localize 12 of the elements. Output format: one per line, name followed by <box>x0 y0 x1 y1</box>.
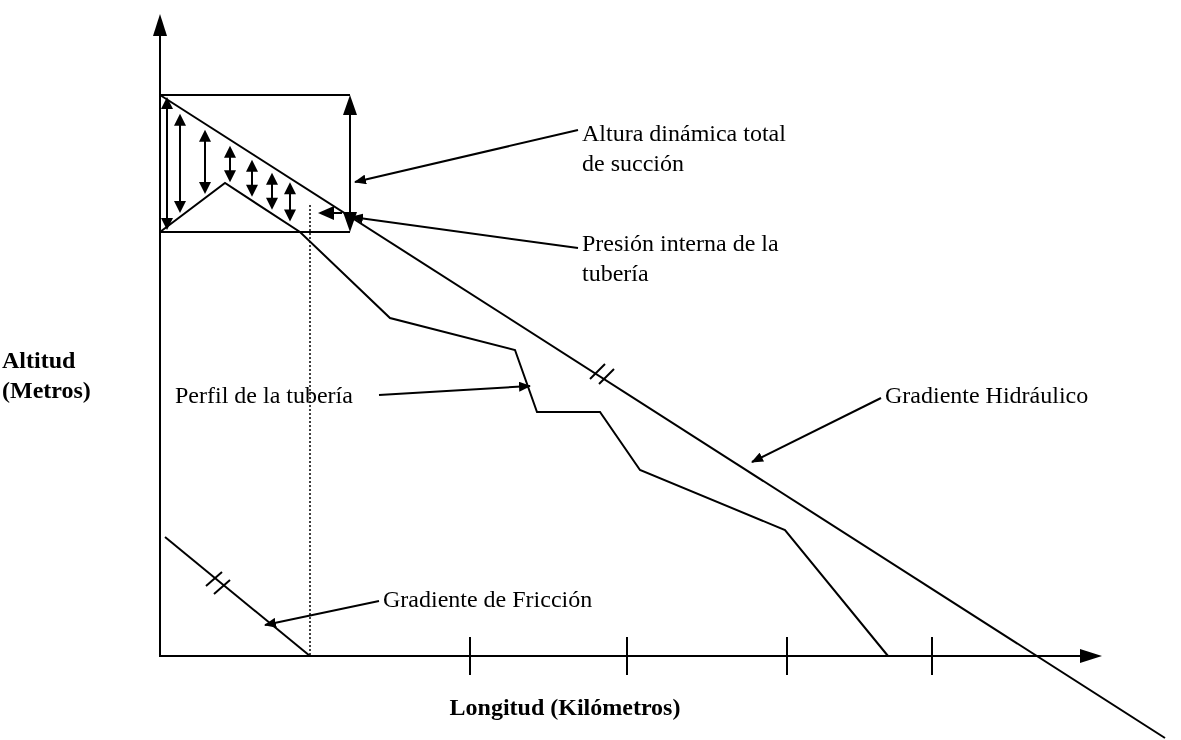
callout-text: Perfil de la tubería <box>175 380 375 410</box>
callout-text: Gradiente de Fricción <box>383 584 623 614</box>
leader-arrow <box>354 129 579 185</box>
callout-text: Altura dinámica total de succión <box>582 118 792 178</box>
leader-arrow <box>378 381 531 396</box>
callout-text: Gradiente Hidráulico <box>885 380 1115 410</box>
axis-label: Longitud (Kilómetros) <box>448 693 682 722</box>
axis-label: Altitud (Metros) <box>2 346 92 405</box>
callout-text: Presión interna de la tubería <box>582 228 782 288</box>
leader-arrow <box>751 397 882 463</box>
leader-arrow <box>351 213 579 249</box>
leader-arrow <box>264 600 380 628</box>
